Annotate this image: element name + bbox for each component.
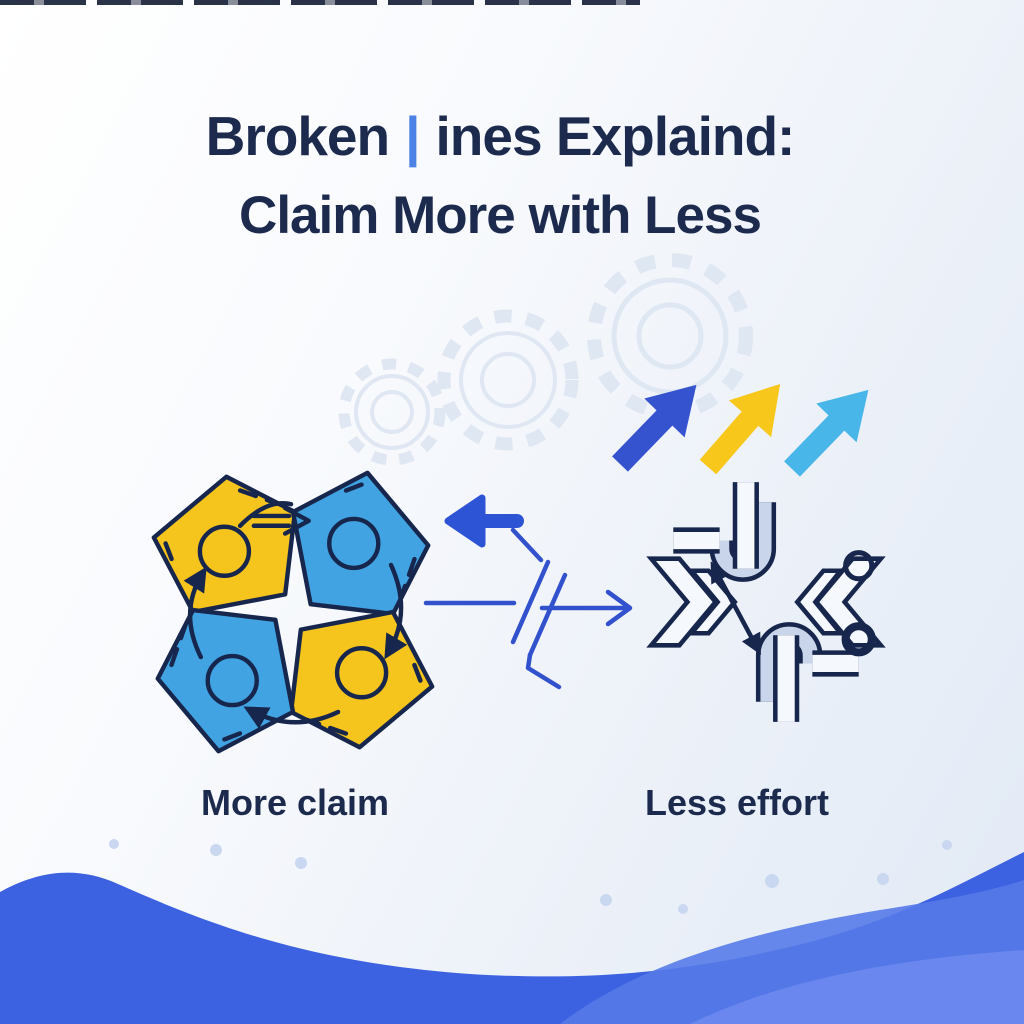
- title-separator-bar: |: [405, 105, 420, 167]
- gear-icon: [437, 309, 579, 451]
- hook-bar-top: [673, 482, 764, 570]
- growth-arrow-lightblue: [771, 370, 889, 486]
- diagonal-double-arrow: [710, 561, 761, 655]
- title-line2: Claim More with Less: [239, 186, 762, 246]
- title-line1: Broken|ines Explaind:: [0, 96, 1000, 177]
- page-title: Broken|ines Explaind: Claim More with Le…: [0, 96, 1000, 256]
- pentagon-cycle-icon: [146, 460, 440, 764]
- gear-icon: [338, 358, 446, 466]
- compress-icon: [646, 470, 886, 734]
- title-part1: Broken: [205, 105, 390, 167]
- wave-footer: [0, 852, 1024, 1024]
- pentagon-blue-bottom-left: [158, 610, 293, 751]
- label-less-effort: Less effort: [644, 782, 830, 823]
- pentagon-blue-top-right: [293, 473, 428, 614]
- title-part2: ines Explaind:: [435, 105, 796, 167]
- growth-arrow-yellow: [686, 365, 802, 486]
- cycle-arrows: [183, 501, 408, 729]
- growth-arrows-icon: [599, 365, 889, 486]
- back-arrow-icon: [444, 494, 524, 548]
- label-more-claim: More claim: [200, 782, 390, 823]
- growth-arrow-blue: [599, 365, 717, 484]
- curl-ends: [841, 550, 876, 657]
- pentagon-yellow-bottom-right: [291, 612, 432, 747]
- pentagon-yellow-top-left: [154, 477, 295, 612]
- broken-line-symbol: [423, 527, 633, 690]
- top-edge-strip: [0, 0, 640, 5]
- scatter-dots: [109, 839, 952, 914]
- break-line-icon: [423, 494, 633, 690]
